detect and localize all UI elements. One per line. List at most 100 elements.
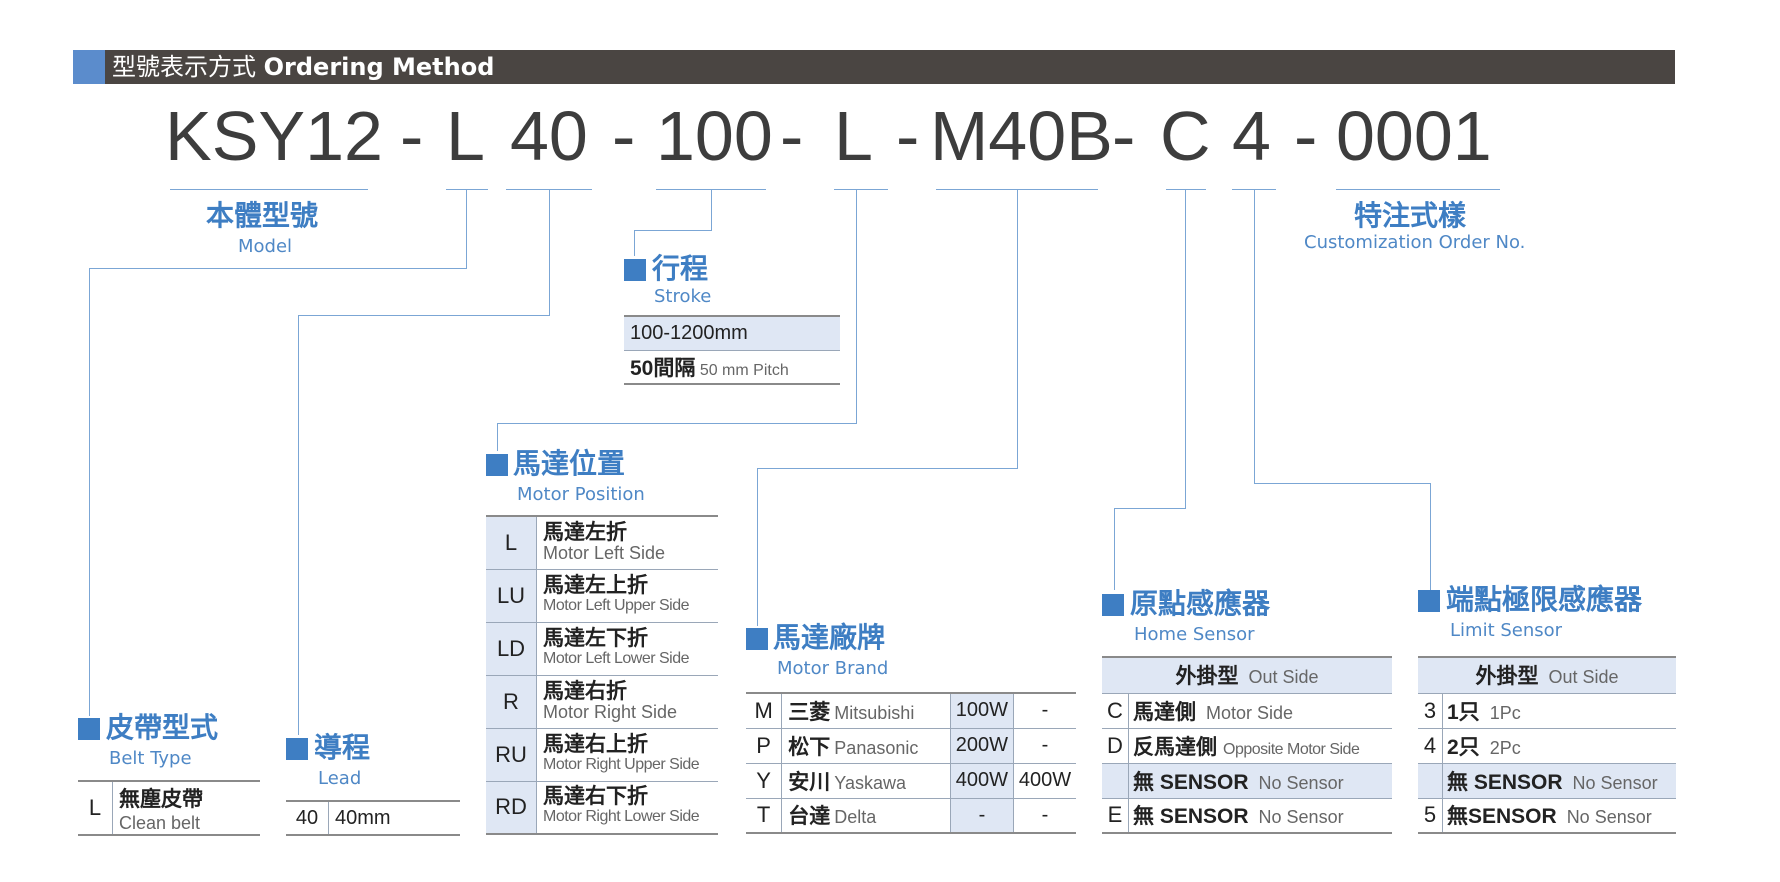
model-label-cn: 本體型號	[206, 199, 319, 232]
connector	[634, 230, 635, 256]
limit_section-desc-en: 1Pc	[1489, 702, 1521, 723]
belt-desc: 無塵皮帶 Clean belt	[112, 780, 260, 836]
home_section-desc-cn: 反馬達側	[1133, 735, 1217, 759]
connector	[1185, 189, 1186, 509]
code-motor-pos: L	[834, 97, 873, 175]
motor-pos-code: RD	[486, 781, 537, 835]
custom-label-en: Customization Order No.	[1304, 232, 1526, 253]
belt-title-en: Belt Type	[109, 748, 192, 769]
code-sep: -	[612, 97, 636, 175]
brand-name-en: Delta	[834, 807, 877, 828]
limit_section-desc-cn: 1只	[1447, 700, 1480, 724]
underline-custom	[1336, 189, 1500, 190]
motor-pos-desc-cn: 馬達右上折	[543, 732, 648, 756]
limit-title-en: Limit Sensor	[1450, 620, 1563, 641]
connector	[298, 315, 550, 316]
custom-label-cn: 特注式樣	[1354, 199, 1467, 232]
code-sep: -	[400, 97, 424, 175]
limit-title-cn: 端點極限感應器	[1446, 583, 1643, 616]
home_section-code	[1102, 763, 1129, 799]
motor-pos-title-en: Motor Position	[517, 484, 645, 505]
stroke-pitch-cn: 50間隔	[630, 356, 696, 380]
connector	[298, 315, 299, 735]
limit_section-desc-en: No Sensor	[1572, 772, 1658, 793]
section-marker	[286, 738, 308, 760]
header-accent	[73, 50, 105, 84]
motor-brand-title-en: Motor Brand	[777, 658, 889, 679]
limit_section-desc: 1只 1Pc	[1442, 693, 1676, 729]
motor-pos-desc-en: Motor Right Lower Side	[543, 808, 700, 826]
limit_section-code: 4	[1418, 728, 1443, 764]
motor-brand-title-cn: 馬達廠牌	[773, 621, 886, 654]
motor-pos-desc-en: Motor Left Upper Side	[543, 596, 690, 614]
connector	[1254, 483, 1431, 484]
home-title-cn: 原點感應器	[1130, 587, 1271, 620]
underline-motor-pos	[834, 189, 888, 190]
home_section-desc-cn: 馬達側	[1133, 700, 1196, 724]
connector	[1114, 508, 1115, 590]
limit_section-code	[1418, 763, 1443, 799]
home_section-desc-en: Opposite Motor Side	[1223, 740, 1360, 758]
limit_section-header-en: Out Side	[1548, 667, 1619, 688]
section-marker	[1418, 590, 1440, 612]
table-row: 40 40mm	[286, 800, 460, 836]
stroke-range: 100-1200mm	[624, 315, 840, 351]
limit_section-desc-en: 2Pc	[1489, 737, 1521, 758]
motor-pos-code: LD	[486, 622, 537, 676]
code-sep: -	[1112, 97, 1136, 175]
connector	[549, 189, 550, 316]
connector	[634, 230, 712, 231]
code-sep: -	[1294, 97, 1318, 175]
brand-watt-1: -	[950, 798, 1014, 834]
motor-pos-desc-cn: 馬達左下折	[543, 626, 648, 650]
code-model: KSY12	[165, 97, 383, 175]
brand-watt-1: 400W	[950, 763, 1014, 799]
home_section-desc: 馬達側 Motor Side	[1128, 693, 1392, 729]
limit_section-desc-en: No Sensor	[1566, 807, 1652, 828]
home_section-desc-en: Motor Side	[1206, 702, 1294, 723]
home_section-desc-cn: 無 SENSOR	[1133, 805, 1249, 829]
section-marker	[1102, 594, 1124, 616]
motor-pos-desc-en: Motor Right Upper Side	[543, 755, 700, 773]
connector	[1017, 189, 1018, 469]
belt-table: L 無塵皮帶 Clean belt	[78, 780, 260, 836]
code-home: C	[1160, 97, 1211, 175]
connector	[466, 189, 467, 269]
stroke-pitch-en: 50 mm Pitch	[699, 361, 789, 379]
section-marker	[486, 454, 508, 476]
connector	[1254, 189, 1255, 484]
lead-title-cn: 導程	[314, 731, 371, 764]
underline-home	[1166, 189, 1206, 190]
underline-model	[170, 189, 368, 190]
brand-code: P	[746, 728, 783, 764]
motor-pos-code: L	[486, 515, 537, 570]
lead-table: 40 40mm	[286, 800, 460, 836]
connector	[497, 423, 498, 451]
section-marker	[624, 259, 646, 281]
motor-pos-desc-cn: 馬達右折	[543, 679, 627, 703]
brand-watt-1: 200W	[950, 728, 1014, 764]
code-motor: M40B	[930, 97, 1113, 175]
brand-code: Y	[746, 763, 783, 799]
brand-watt-2: -	[1013, 798, 1076, 834]
brand-code: M	[746, 692, 783, 729]
brand-watt-2: 400W	[1013, 763, 1076, 799]
connector	[711, 189, 712, 231]
